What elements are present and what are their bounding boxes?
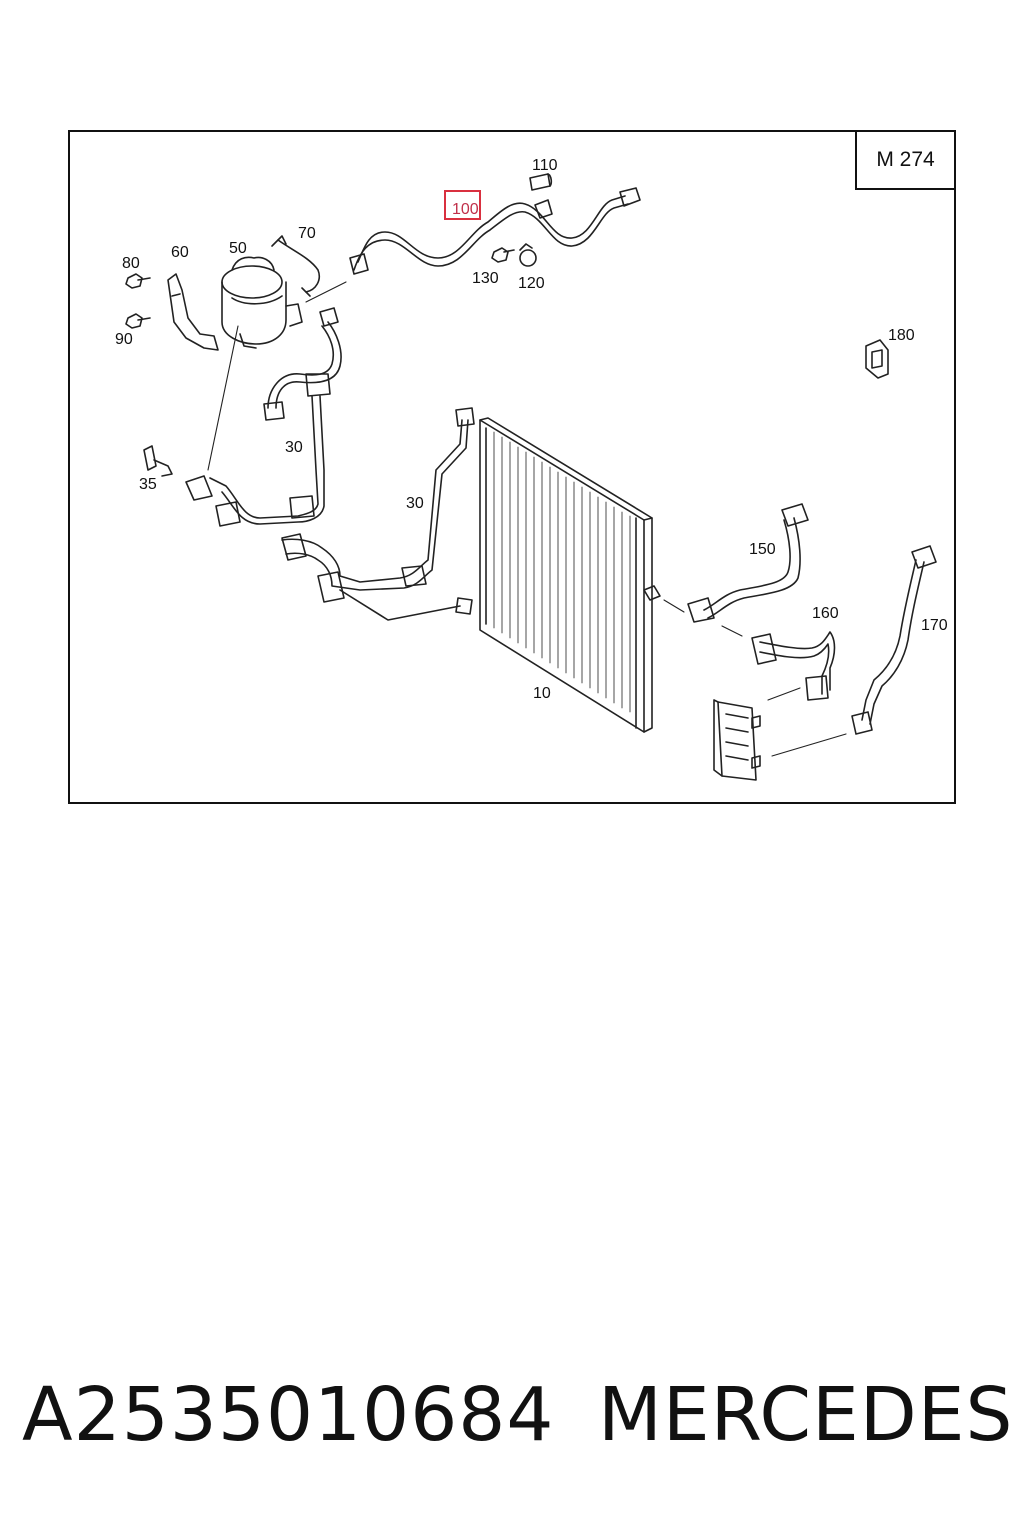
strap-70[interactable] <box>271 235 321 297</box>
label-90: 90 <box>115 331 133 348</box>
part-110[interactable] <box>529 173 553 191</box>
clamp-120[interactable] <box>519 243 537 267</box>
part-labels: 110 100 70 60 50 80 90 130 120 180 30 30… <box>115 157 948 702</box>
oil-cooler[interactable] <box>713 699 761 781</box>
label-120: 120 <box>518 275 545 292</box>
label-35: 35 <box>139 476 157 493</box>
bracket-60[interactable] <box>167 273 219 351</box>
label-180: 180 <box>888 327 915 344</box>
bolt-80[interactable] <box>125 273 151 289</box>
hose-170[interactable] <box>851 545 937 735</box>
hose-150[interactable] <box>687 503 809 623</box>
part-180[interactable] <box>865 339 889 379</box>
engine-code: M 274 <box>876 148 935 171</box>
label-30-center: 30 <box>406 495 424 512</box>
part-number: A2535010684 <box>22 1372 555 1458</box>
label-60: 60 <box>171 244 189 261</box>
hose-160[interactable] <box>751 631 836 701</box>
label-160: 160 <box>812 605 839 622</box>
label-130: 130 <box>472 270 499 287</box>
reservoir-50[interactable] <box>221 256 303 349</box>
label-80: 80 <box>122 255 140 272</box>
leader-lines <box>207 281 847 757</box>
radiator-10[interactable] <box>479 417 661 733</box>
label-10: 10 <box>533 685 551 702</box>
label-30-left: 30 <box>285 439 303 456</box>
label-100: 100 <box>452 201 479 218</box>
bolt-130[interactable] <box>491 247 515 263</box>
label-110: 110 <box>532 157 558 174</box>
parts-diagram: 110 100 70 60 50 80 90 130 120 180 30 30… <box>115 157 948 781</box>
hose-30-left[interactable] <box>185 307 342 527</box>
bolt-90[interactable] <box>125 313 151 329</box>
label-70: 70 <box>298 225 316 242</box>
brand-name: MERCEDES <box>598 1372 1014 1458</box>
label-170: 170 <box>921 617 948 634</box>
label-50: 50 <box>229 240 247 257</box>
sensor-35[interactable] <box>143 445 173 477</box>
label-150: 150 <box>749 541 776 558</box>
diagram-frame <box>68 130 956 804</box>
hose-100[interactable] <box>349 187 641 275</box>
highlight-box-100 <box>444 190 481 220</box>
engine-code-box: M 274 <box>855 130 956 190</box>
hose-30-center[interactable] <box>281 407 475 621</box>
